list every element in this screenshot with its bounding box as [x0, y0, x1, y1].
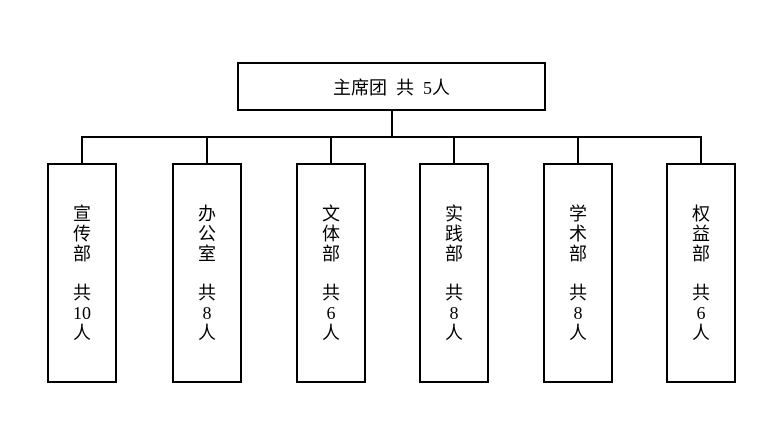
department-count-value: 6	[696, 302, 706, 323]
connector-drop-1	[81, 136, 83, 163]
department-name: 办公室	[198, 203, 216, 264]
department-count-unit: 人	[322, 322, 340, 343]
department-count: 共 8 人	[445, 283, 463, 343]
department-name: 学术部	[569, 203, 587, 264]
connector-drop-3	[330, 136, 332, 163]
department-name: 权益部	[692, 203, 710, 264]
department-node-3: 文体部 共 6 人	[296, 163, 366, 383]
department-count-value: 8	[202, 302, 212, 323]
department-count-value: 10	[73, 302, 91, 323]
department-count-prefix: 共	[198, 282, 216, 303]
department-node-4: 实践部 共 8 人	[419, 163, 489, 383]
department-count-prefix: 共	[445, 282, 463, 303]
department-count-prefix: 共	[322, 282, 340, 303]
department-count: 共 8 人	[569, 283, 587, 343]
department-node-1: 宣传部 共 10 人	[47, 163, 117, 383]
connector-horizontal	[81, 136, 702, 138]
department-count-unit: 人	[445, 322, 463, 343]
department-node-5: 学术部 共 8 人	[543, 163, 613, 383]
department-count: 共 10 人	[73, 283, 91, 343]
department-node-6: 权益部 共 6 人	[666, 163, 736, 383]
connector-trunk	[391, 111, 393, 137]
department-count-prefix: 共	[569, 282, 587, 303]
connector-drop-5	[577, 136, 579, 163]
department-count-value: 8	[449, 302, 459, 323]
department-count-value: 6	[326, 302, 336, 323]
department-name: 实践部	[445, 203, 463, 264]
department-name: 文体部	[322, 203, 340, 264]
department-node-2: 办公室 共 8 人	[172, 163, 242, 383]
department-count-unit: 人	[569, 322, 587, 343]
connector-drop-4	[453, 136, 455, 163]
department-count: 共 6 人	[692, 283, 710, 343]
department-name: 宣传部	[73, 203, 91, 264]
department-count-unit: 人	[198, 322, 216, 343]
department-count-unit: 人	[692, 322, 710, 343]
connector-drop-2	[206, 136, 208, 163]
department-count: 共 8 人	[198, 283, 216, 343]
root-node-presidium: 主席团 共 5人	[237, 62, 546, 111]
department-count-prefix: 共	[73, 282, 91, 303]
department-count-value: 8	[573, 302, 583, 323]
department-count: 共 6 人	[322, 283, 340, 343]
root-node-label: 主席团 共 5人	[333, 77, 450, 98]
department-count-unit: 人	[73, 322, 91, 343]
connector-drop-6	[700, 136, 702, 163]
department-count-prefix: 共	[692, 282, 710, 303]
